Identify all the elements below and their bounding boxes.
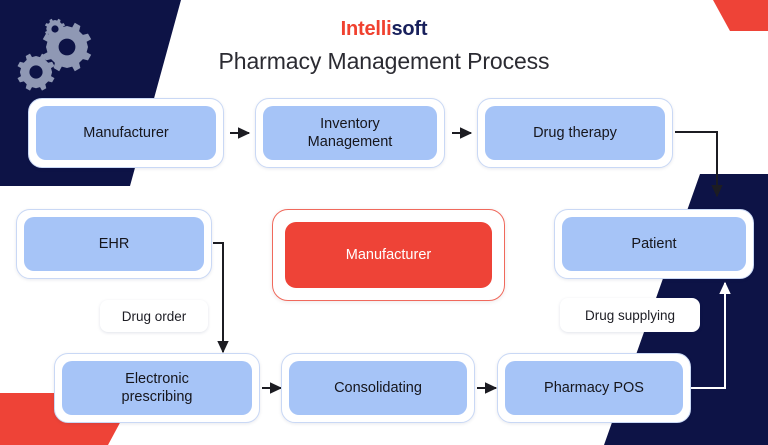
node-label: Electronic prescribing [62, 361, 252, 415]
node-label: Consolidating [289, 361, 467, 415]
edge-ehr-to-electronic-prescribing [213, 242, 229, 354]
node-inventory-management[interactable]: Inventory Management [255, 98, 445, 168]
node-label: Drug therapy [485, 106, 665, 160]
logo-text-primary: Intelli [340, 18, 392, 40]
gears-icon [17, 18, 92, 91]
node-label-line2: prescribing [121, 389, 193, 405]
node-electronic-prescribing[interactable]: Electronic prescribing [54, 353, 260, 423]
node-label-line2: Management [307, 134, 393, 150]
node-label: Patient [562, 217, 746, 271]
page-title: Pharmacy Management Process [218, 48, 550, 74]
node-drug-therapy[interactable]: Drug therapy [477, 98, 673, 168]
node-label: EHR [24, 217, 204, 271]
node-label: Inventory Management [263, 106, 437, 160]
node-label: Manufacturer [36, 106, 216, 160]
node-ehr[interactable]: EHR [16, 209, 212, 279]
edge-label-text: Drug supplying [584, 307, 676, 323]
logo-text-secondary: soft [391, 18, 428, 40]
edge-label-drug-order: Drug order [100, 300, 208, 332]
node-manufacturer-accent[interactable]: Manufacturer [272, 209, 505, 301]
node-label: Pharmacy POS [505, 361, 683, 415]
edge-drug-therapy-to-patient [675, 131, 723, 198]
node-manufacturer-top[interactable]: Manufacturer [28, 98, 224, 168]
node-pharmacy-pos[interactable]: Pharmacy POS [497, 353, 691, 423]
brand-logo: Intellisoft [0, 18, 768, 41]
edge-label-text: Drug order [121, 308, 187, 324]
node-consolidating[interactable]: Consolidating [281, 353, 475, 423]
node-label-line1: Electronic [125, 370, 189, 387]
node-label-line1: Inventory [320, 115, 380, 132]
node-label: Manufacturer [285, 222, 492, 288]
node-patient[interactable]: Patient [554, 209, 754, 279]
edge-label-drug-supplying: Drug supplying [560, 298, 700, 332]
